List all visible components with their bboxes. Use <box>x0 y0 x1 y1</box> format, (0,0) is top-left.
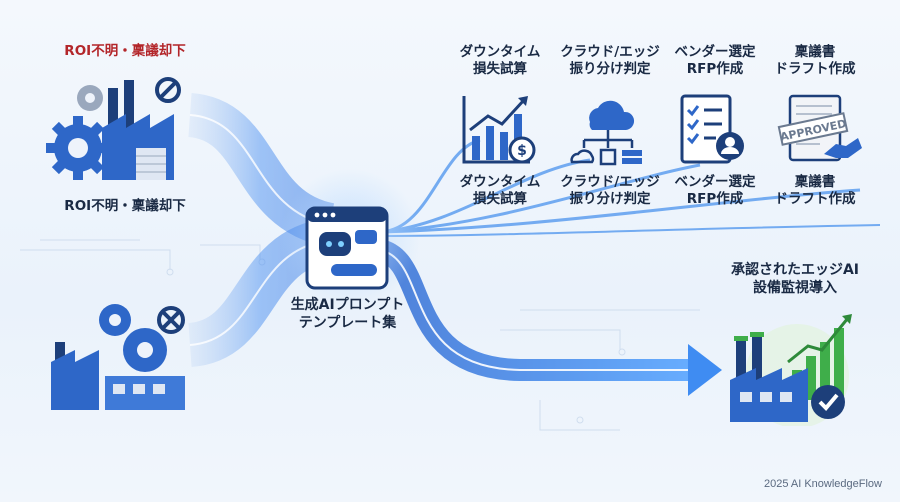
center-label-line1: 生成AIプロンプト <box>290 297 405 313</box>
task-1-heading-line1: ダウンタイム <box>459 44 541 60</box>
task-2-label-line2: 振り分け判定 <box>569 191 651 207</box>
task-2-heading-line1: クラウド/エッジ <box>560 44 660 60</box>
factory-blocked-icon <box>51 304 185 410</box>
checklist-document-icon <box>680 94 744 164</box>
task-4-heading-line2: ドラフト作成 <box>774 61 856 77</box>
circuit-lines <box>20 239 700 431</box>
task-1-label-line2: 損失試算 <box>473 191 527 207</box>
approved-handshake-icon: APPROVED <box>777 94 862 162</box>
svg-text:$: $ <box>517 143 527 159</box>
green-factory-check-icon <box>730 314 852 426</box>
center-label-line2: テンプレート集 <box>298 315 397 331</box>
main-arrow-head <box>688 344 722 396</box>
result-title-line1: 承認されたエッジAI <box>730 262 860 278</box>
task-3-heading-line1: ベンダー選定 <box>674 44 756 60</box>
task-4-heading-line1: 稟議書 <box>794 44 836 60</box>
task-1-heading-line2: 損失試算 <box>473 61 527 77</box>
cloud-network-icon <box>570 100 642 166</box>
problem-caption: ROI不明・稟議却下 <box>64 198 186 214</box>
task-4-label-line1: 稟議書 <box>794 174 836 190</box>
factory-gears-icon <box>46 77 181 180</box>
task-4-label-line2: ドラフト作成 <box>774 191 856 207</box>
footer-credit: 2025 AI KnowledgeFlow <box>763 478 882 490</box>
task-2-heading-line2: 振り分け判定 <box>569 61 651 77</box>
problem-title: ROI不明・稟議却下 <box>64 43 186 59</box>
line-chart-dollar-icon: $ <box>462 96 536 164</box>
ai-chat-window-icon <box>305 206 389 290</box>
result-title-line2: 設備監視導入 <box>753 280 837 296</box>
task-3-label-line1: ベンダー選定 <box>674 174 756 190</box>
task-3-label-line2: RFP作成 <box>686 191 744 207</box>
task-2-label-line1: クラウド/エッジ <box>560 174 660 190</box>
task-3-heading-line2: RFP作成 <box>686 61 744 77</box>
task-1-label-line1: ダウンタイム <box>459 174 541 190</box>
